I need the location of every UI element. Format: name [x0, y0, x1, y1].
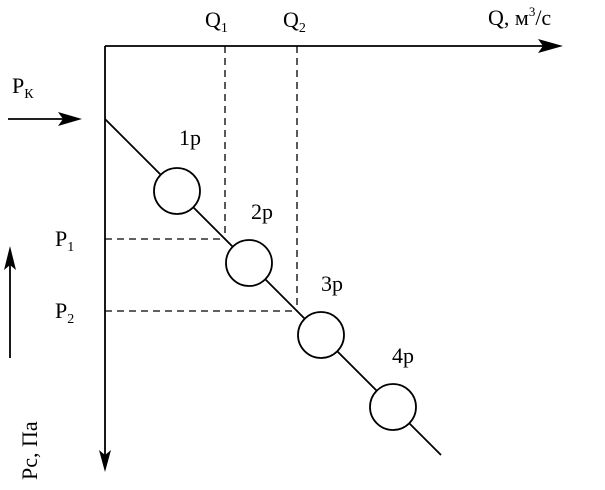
pressure-up-arrowhead — [4, 246, 16, 270]
regime-label-3: 3р — [321, 271, 343, 296]
regime-label-4: 4р — [392, 343, 414, 368]
q1-label: Q1 — [205, 7, 228, 36]
regime-circle-4 — [369, 383, 417, 431]
q-axis-label: Q, м3/с — [488, 4, 551, 30]
q2-label: Q2 — [283, 7, 306, 36]
regime-circle-1 — [153, 167, 201, 215]
regime-label-1: 1р — [179, 125, 201, 150]
q-axis-unit-suffix: /с — [535, 5, 551, 30]
q-axis-unit-prefix: , м — [504, 5, 529, 30]
p1-label: P1 — [55, 226, 74, 255]
pc-axis-arrowhead — [99, 450, 111, 472]
p2-label: P2 — [55, 298, 74, 327]
regime-circle-2 — [225, 239, 273, 287]
regime-label-2: 2р — [251, 199, 273, 224]
pc-axis-label: Pc, Па — [17, 421, 42, 480]
q-axis-unit-exponent: 3 — [529, 4, 536, 19]
q-axis-letter: Q — [488, 5, 504, 30]
pk-label: PК — [12, 73, 34, 102]
pk-arrowhead — [58, 112, 82, 126]
q-axis-arrowhead — [538, 39, 563, 53]
regime-circle-3 — [297, 311, 345, 359]
